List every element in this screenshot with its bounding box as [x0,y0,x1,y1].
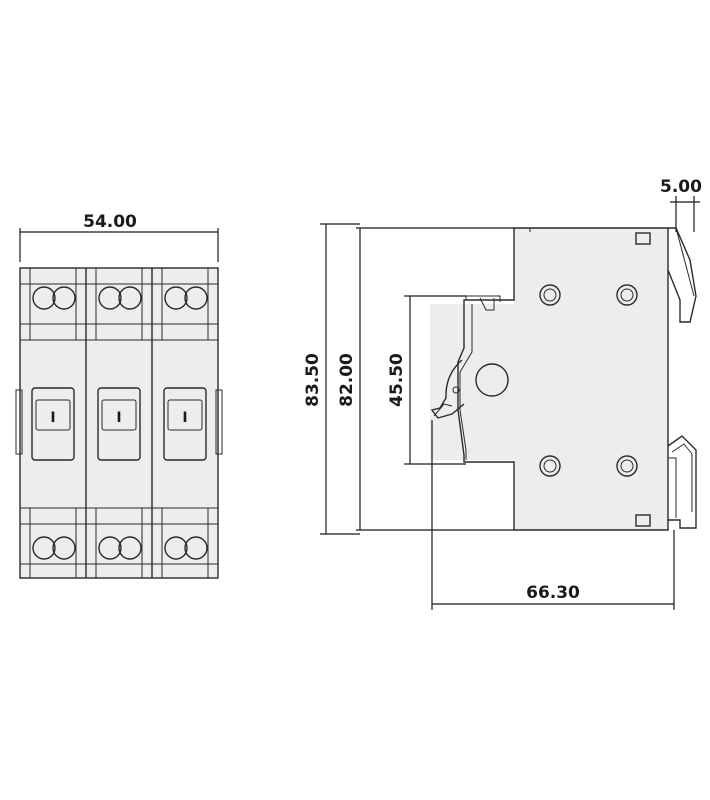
toggle-lever-1: I [31,387,75,461]
depth-dimension: 66.30 [431,420,675,610]
width-dimension: 54.00 [19,212,219,262]
front-height-label: 45.50 [387,353,407,407]
top-window [635,232,651,245]
side-view: 83.50 82.00 45.50 66.30 5.00 [303,177,702,610]
clip-dimension: 5.00 [660,177,702,232]
toggle-lever-3: I [163,387,207,461]
bottom-terminals [32,536,208,560]
side-rivets [539,284,638,477]
toggle-symbol-3: I [182,410,187,426]
body-height-dimension: 82.00 [337,227,514,531]
toggle-lever-2: I [97,387,141,461]
width-dimension-label: 54.00 [83,212,137,232]
front-view-outline [19,267,219,579]
side-handle [430,359,465,419]
side-mount-hole [475,363,509,397]
bottom-window [635,514,651,527]
body-height-label: 82.00 [337,353,357,407]
depth-label: 66.30 [526,583,580,603]
total-height-dimension: 83.50 [303,223,360,535]
front-height-dimension: 45.50 [387,295,466,465]
top-terminals [32,286,208,310]
total-height-label: 83.50 [303,353,323,407]
front-view: I I I 54.00 [15,212,223,579]
din-clip-bottom [667,435,697,529]
din-clip-top [667,227,697,323]
toggle-symbol-1: I [50,410,55,426]
toggle-symbol-2: I [116,410,121,426]
clip-dimension-label: 5.00 [660,177,702,197]
